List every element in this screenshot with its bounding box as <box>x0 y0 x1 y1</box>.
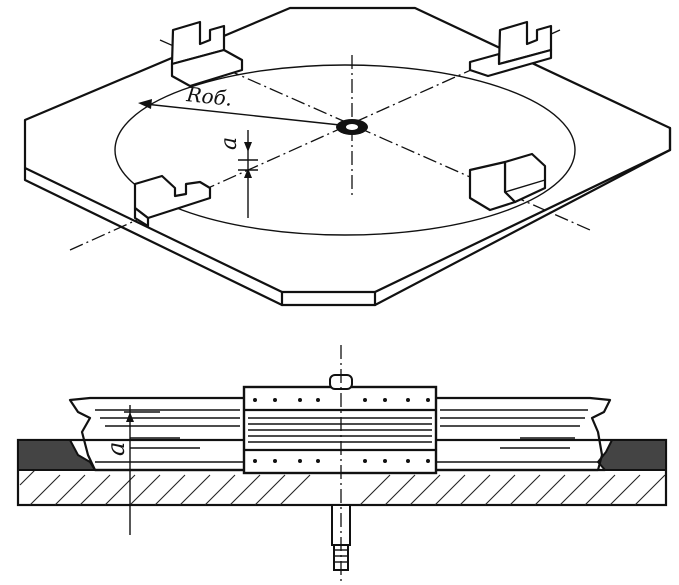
radius-arrow <box>138 99 341 126</box>
section-view: a <box>16 345 668 582</box>
offset-label-section: a <box>102 442 130 456</box>
plate-top-face <box>23 6 672 294</box>
wheel-rim-right <box>433 396 612 472</box>
rim-shading-right <box>440 409 588 449</box>
rim-shading-left <box>95 409 240 449</box>
hub-bolt-dots <box>253 398 430 463</box>
radius-label: Rоб. <box>184 82 233 111</box>
centerline-2 <box>69 29 561 251</box>
section-offset-dimension <box>124 405 160 535</box>
wheel-rim-left <box>68 396 247 472</box>
stop-block-top-right <box>468 20 553 78</box>
stop-block-top-left <box>170 20 244 88</box>
offset-dimension <box>238 130 258 218</box>
right-stop-section <box>596 439 667 471</box>
wheel-circle <box>114 64 576 236</box>
left-stop-section <box>17 439 97 471</box>
hub-layers <box>248 417 432 443</box>
isometric-plate-view: Rоб. a <box>23 6 672 307</box>
stop-block-bottom-left <box>133 174 212 228</box>
stop-block-bottom-right <box>468 152 547 212</box>
offset-label-top: a <box>217 137 242 150</box>
plate-thickness-edge <box>23 148 672 307</box>
center-hub <box>336 119 368 135</box>
